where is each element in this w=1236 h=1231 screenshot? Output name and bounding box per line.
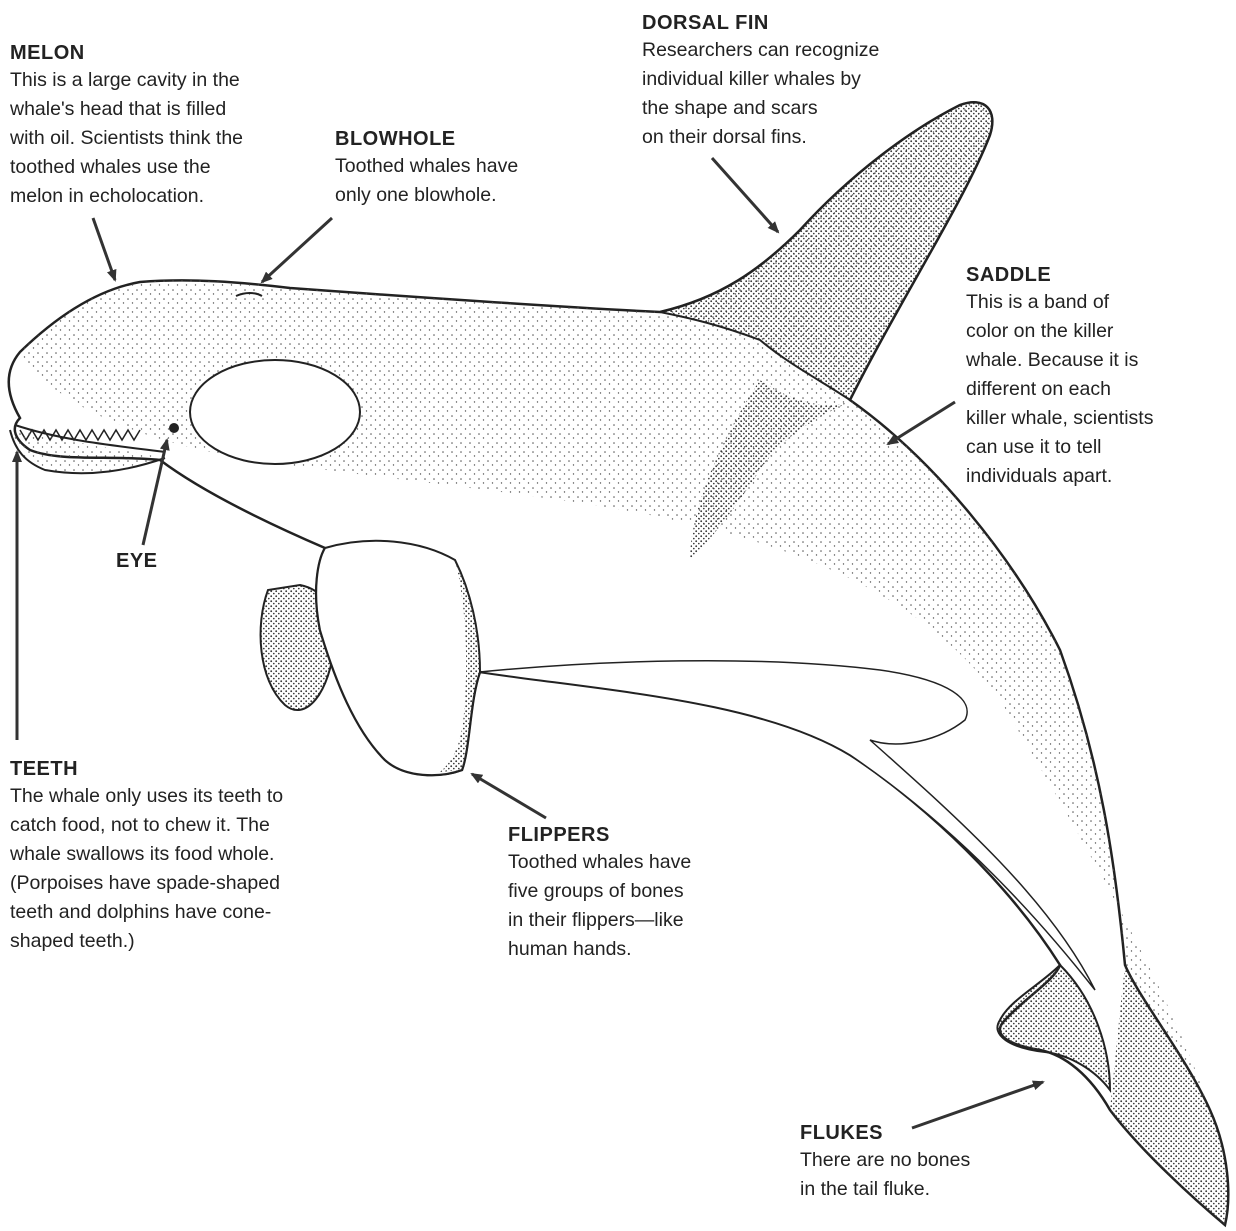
front-flipper	[316, 541, 480, 775]
eye-callout: EYE	[116, 548, 158, 574]
flippers-callout: FLIPPERS Toothed whales have five groups…	[508, 822, 748, 964]
tail-stock-shading	[1110, 965, 1228, 1225]
blowhole-pointer-arrow	[262, 218, 332, 282]
flukes-callout: FLUKES There are no bones in the tail fl…	[800, 1120, 1030, 1204]
melon-description: This is a large cavity in the whale's he…	[10, 66, 310, 211]
flukes-title: FLUKES	[800, 1120, 1030, 1146]
teeth-callout: TEETH The whale only uses its teeth to c…	[10, 756, 355, 956]
saddle-callout: SADDLE This is a band of color on the ki…	[966, 262, 1228, 491]
eye-patch	[190, 360, 360, 464]
blowhole-title: BLOWHOLE	[335, 126, 575, 152]
melon-pointer-arrow	[93, 218, 115, 280]
flippers-title: FLIPPERS	[508, 822, 748, 848]
teeth-title: TEETH	[10, 756, 355, 782]
flippers-description: Toothed whales have five groups of bones…	[508, 848, 748, 964]
saddle-description: This is a band of color on the killer wh…	[966, 288, 1228, 491]
blowhole-callout: BLOWHOLE Toothed whales have only one bl…	[335, 126, 575, 210]
melon-title: MELON	[10, 40, 310, 66]
dorsal-fin-callout: DORSAL FIN Researchers can recognize ind…	[642, 10, 962, 152]
saddle-pointer-arrow	[888, 402, 955, 444]
eye-dot	[169, 423, 179, 433]
dorsal-fin-pointer-arrow	[712, 158, 778, 232]
dorsal-fin-description: Researchers can recognize individual kil…	[642, 36, 962, 152]
eye-title: EYE	[116, 548, 158, 574]
dorsal-fin-title: DORSAL FIN	[642, 10, 962, 36]
flippers-pointer-arrow	[472, 774, 546, 818]
saddle-title: SADDLE	[966, 262, 1228, 288]
flukes-description: There are no bones in the tail fluke.	[800, 1146, 1030, 1204]
blowhole-description: Toothed whales have only one blowhole.	[335, 152, 575, 210]
teeth-description: The whale only uses its teeth to catch f…	[10, 782, 355, 956]
melon-callout: MELON This is a large cavity in the whal…	[10, 40, 310, 211]
